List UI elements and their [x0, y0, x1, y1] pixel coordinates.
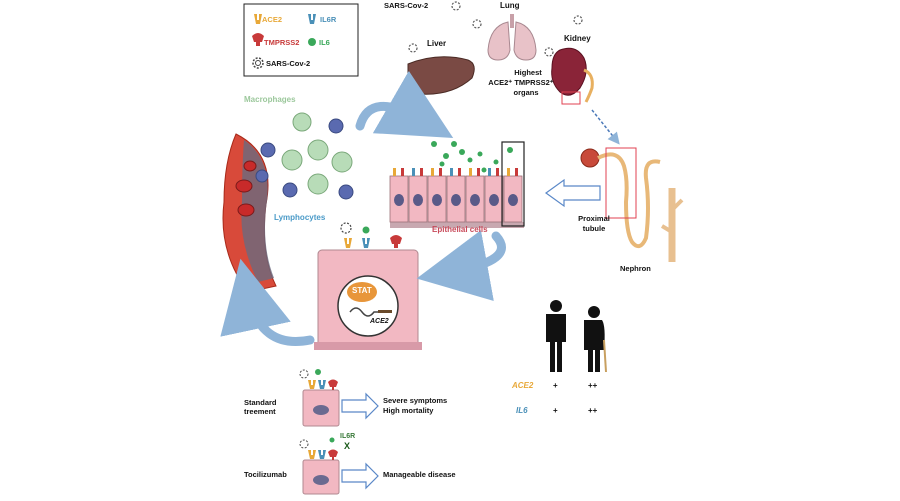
kidney-to-nephron-arrow	[591, 109, 620, 145]
age-table-ace2-label: ACE2	[512, 381, 534, 390]
lymphocytes-label: Lymphocytes	[274, 213, 326, 222]
proximal-tubule-label-line2: tubule	[582, 224, 606, 233]
epithelial-layer	[389, 141, 525, 228]
legend-box	[243, 3, 359, 77]
il6r-receptor-icon	[362, 238, 370, 248]
virus-icon	[252, 57, 264, 69]
standard-cell	[299, 369, 340, 427]
liver-label: Liver	[427, 39, 447, 48]
tmprss2-icon	[252, 33, 264, 46]
virus-label: SARS-Cov-2	[384, 1, 429, 10]
high-mortality-label: High mortality	[383, 406, 434, 415]
highest-label-line3: organs	[513, 88, 539, 97]
severe-symptoms-label: Severe symptoms	[383, 396, 448, 405]
il6-icon	[362, 226, 370, 234]
il6-icon	[308, 38, 316, 46]
highest-label-line1: Highest	[514, 68, 542, 77]
block-x-mark: X	[344, 441, 351, 451]
ace2-receptor-icon	[254, 14, 262, 24]
age-table-il6-young: +	[553, 406, 558, 415]
epithelial-cell	[446, 168, 466, 223]
tocilizumab-label: Tocilizumab	[244, 470, 287, 479]
epithelial-cell	[427, 168, 447, 223]
legend-il6r-label: IL6R	[320, 15, 337, 24]
tocilizumab-cell	[299, 437, 340, 495]
kidney-illustration	[551, 47, 594, 105]
il6-particles	[431, 141, 513, 173]
nephron-illustration	[580, 147, 684, 262]
tmprss2-icon	[390, 235, 402, 248]
standard-treatment-label-line1: Standard	[244, 398, 277, 407]
zoomed-cell	[314, 222, 422, 350]
elderly-person-icon	[584, 306, 607, 373]
legend-ace2-label: ACE2	[262, 15, 283, 24]
manageable-disease-label: Manageable disease	[383, 470, 456, 479]
il6r-blocked-label: IL6R	[340, 433, 356, 440]
ace2-gene-label: ACE2	[370, 318, 389, 325]
standard-treatment-label-line2: treement	[244, 407, 276, 416]
legend-tmprss2-label: TMPRSS2	[264, 38, 300, 47]
legend-il6-label: IL6	[319, 38, 330, 47]
epithelial-cell	[408, 168, 428, 223]
virus-icon	[340, 222, 352, 234]
highest-label-line2: ACE2⁺ TMPRSS2⁺	[488, 78, 554, 87]
stat-label: STAT	[352, 286, 372, 295]
age-table-ace2-old: ++	[588, 381, 598, 390]
tubule-to-epithelium-arrow	[544, 178, 601, 208]
epithelial-cell	[465, 168, 485, 223]
epithelial-cells-label: Epithelial cells	[432, 225, 488, 234]
epithelial-cell	[484, 168, 504, 223]
lung-label: Lung	[500, 1, 520, 10]
age-table-il6-label: IL6	[516, 406, 528, 415]
ace2-gene-strand	[349, 307, 388, 317]
age-table-ace2-young: +	[553, 381, 558, 390]
highlighted-epithelial-cell	[501, 141, 525, 227]
proximal-tubule-label-line1: Proximal	[578, 214, 610, 223]
epithelial-cell	[503, 168, 523, 223]
kidney-label: Kidney	[564, 34, 591, 43]
cycle-arrows	[220, 70, 506, 346]
immune-cell-cluster	[255, 112, 354, 200]
tocilizumab-outcome-arrow	[341, 462, 379, 490]
virus-particles	[408, 1, 583, 57]
blood-vessel	[222, 133, 277, 293]
lung-illustration	[487, 14, 537, 61]
ace2-receptor-icon	[344, 238, 352, 248]
liver-illustration	[407, 56, 475, 95]
epithelial-cell	[389, 168, 409, 223]
legend-virus-label: SARS-Cov-2	[266, 59, 311, 68]
nephron-label: Nephron	[620, 264, 651, 273]
stat-blob	[347, 282, 377, 302]
standard-outcome-arrow	[341, 392, 379, 420]
il6r-receptor-icon	[308, 14, 316, 24]
young-person-icon	[546, 300, 566, 372]
macrophages-label: Macrophages	[244, 95, 296, 104]
age-table-il6-old: ++	[588, 406, 598, 415]
